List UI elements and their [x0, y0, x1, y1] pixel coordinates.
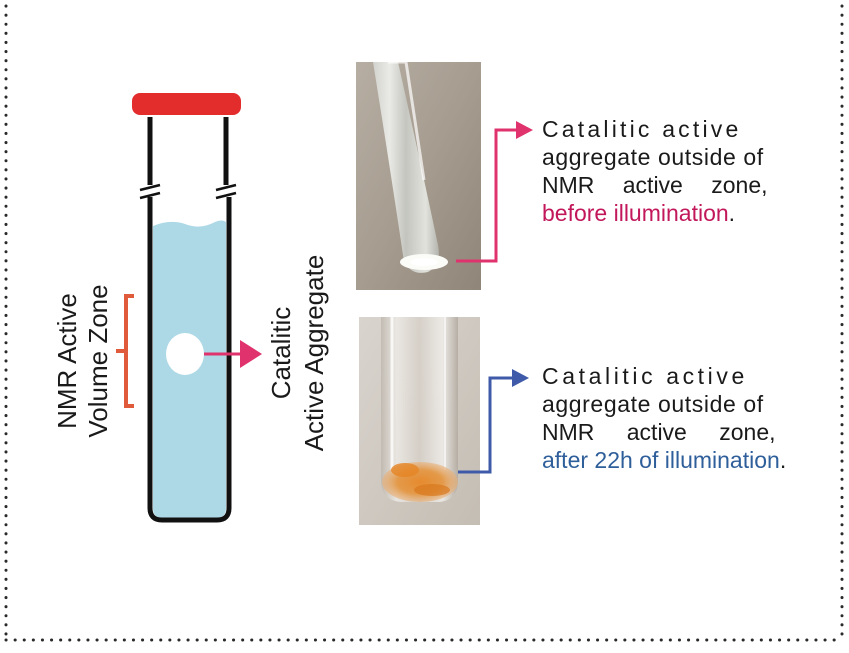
dotted-border: [4, 4, 844, 642]
tube-break-mark-left: [139, 183, 161, 200]
tube-wall-lower: [147, 197, 232, 523]
tube-wall-upper: [147, 117, 229, 185]
nmr-zone-bracket: [116, 294, 134, 408]
aggregate-blob: [166, 333, 204, 375]
nmr-tube-illustration: [116, 93, 262, 523]
aggregate-label-line1: Catalitic: [266, 306, 296, 400]
caption-after-line3: NMR active zone,: [542, 419, 776, 445]
nmr-zone-label: NMR Active Volume Zone: [52, 251, 118, 471]
nmr-zone-label-line1: NMR Active: [52, 293, 82, 429]
pointer-arrow-head: [240, 340, 262, 368]
caption-after-line1: Catalitic active: [542, 363, 748, 389]
caption-after-line4: after 22h of illumination.: [542, 446, 837, 474]
tube-break-mark-right: [215, 183, 237, 200]
caption-before-highlight: before illumination: [542, 200, 729, 226]
caption-after-highlight: after 22h of illumination: [542, 447, 780, 473]
caption-before-line4: before illumination.: [542, 199, 832, 227]
tube-cap: [132, 93, 241, 115]
caption-before-suffix: .: [728, 200, 736, 226]
caption-before-line1: Catalitic active: [542, 116, 742, 142]
nmr-zone-label-line2: Volume Zone: [83, 284, 113, 438]
caption-after-line2: aggregate outside of: [542, 391, 764, 417]
caption-after-suffix: .: [779, 447, 787, 473]
caption-before-line2: aggregate outside of: [542, 144, 764, 170]
connector-arrow-before: [456, 121, 533, 263]
caption-before: Catalitic active aggregate outside of NM…: [542, 115, 832, 227]
tube-photo-after: [359, 317, 480, 525]
connector-arrow-after: [458, 369, 529, 474]
aggregate-label-line2: Active Aggregate: [299, 254, 329, 452]
caption-after: Catalitic active aggregate outside of NM…: [542, 362, 837, 474]
aggregate-label: Catalitic Active Aggregate: [265, 223, 331, 483]
caption-before-line3: NMR active zone,: [542, 172, 768, 198]
tube-photo-before: [356, 60, 481, 290]
